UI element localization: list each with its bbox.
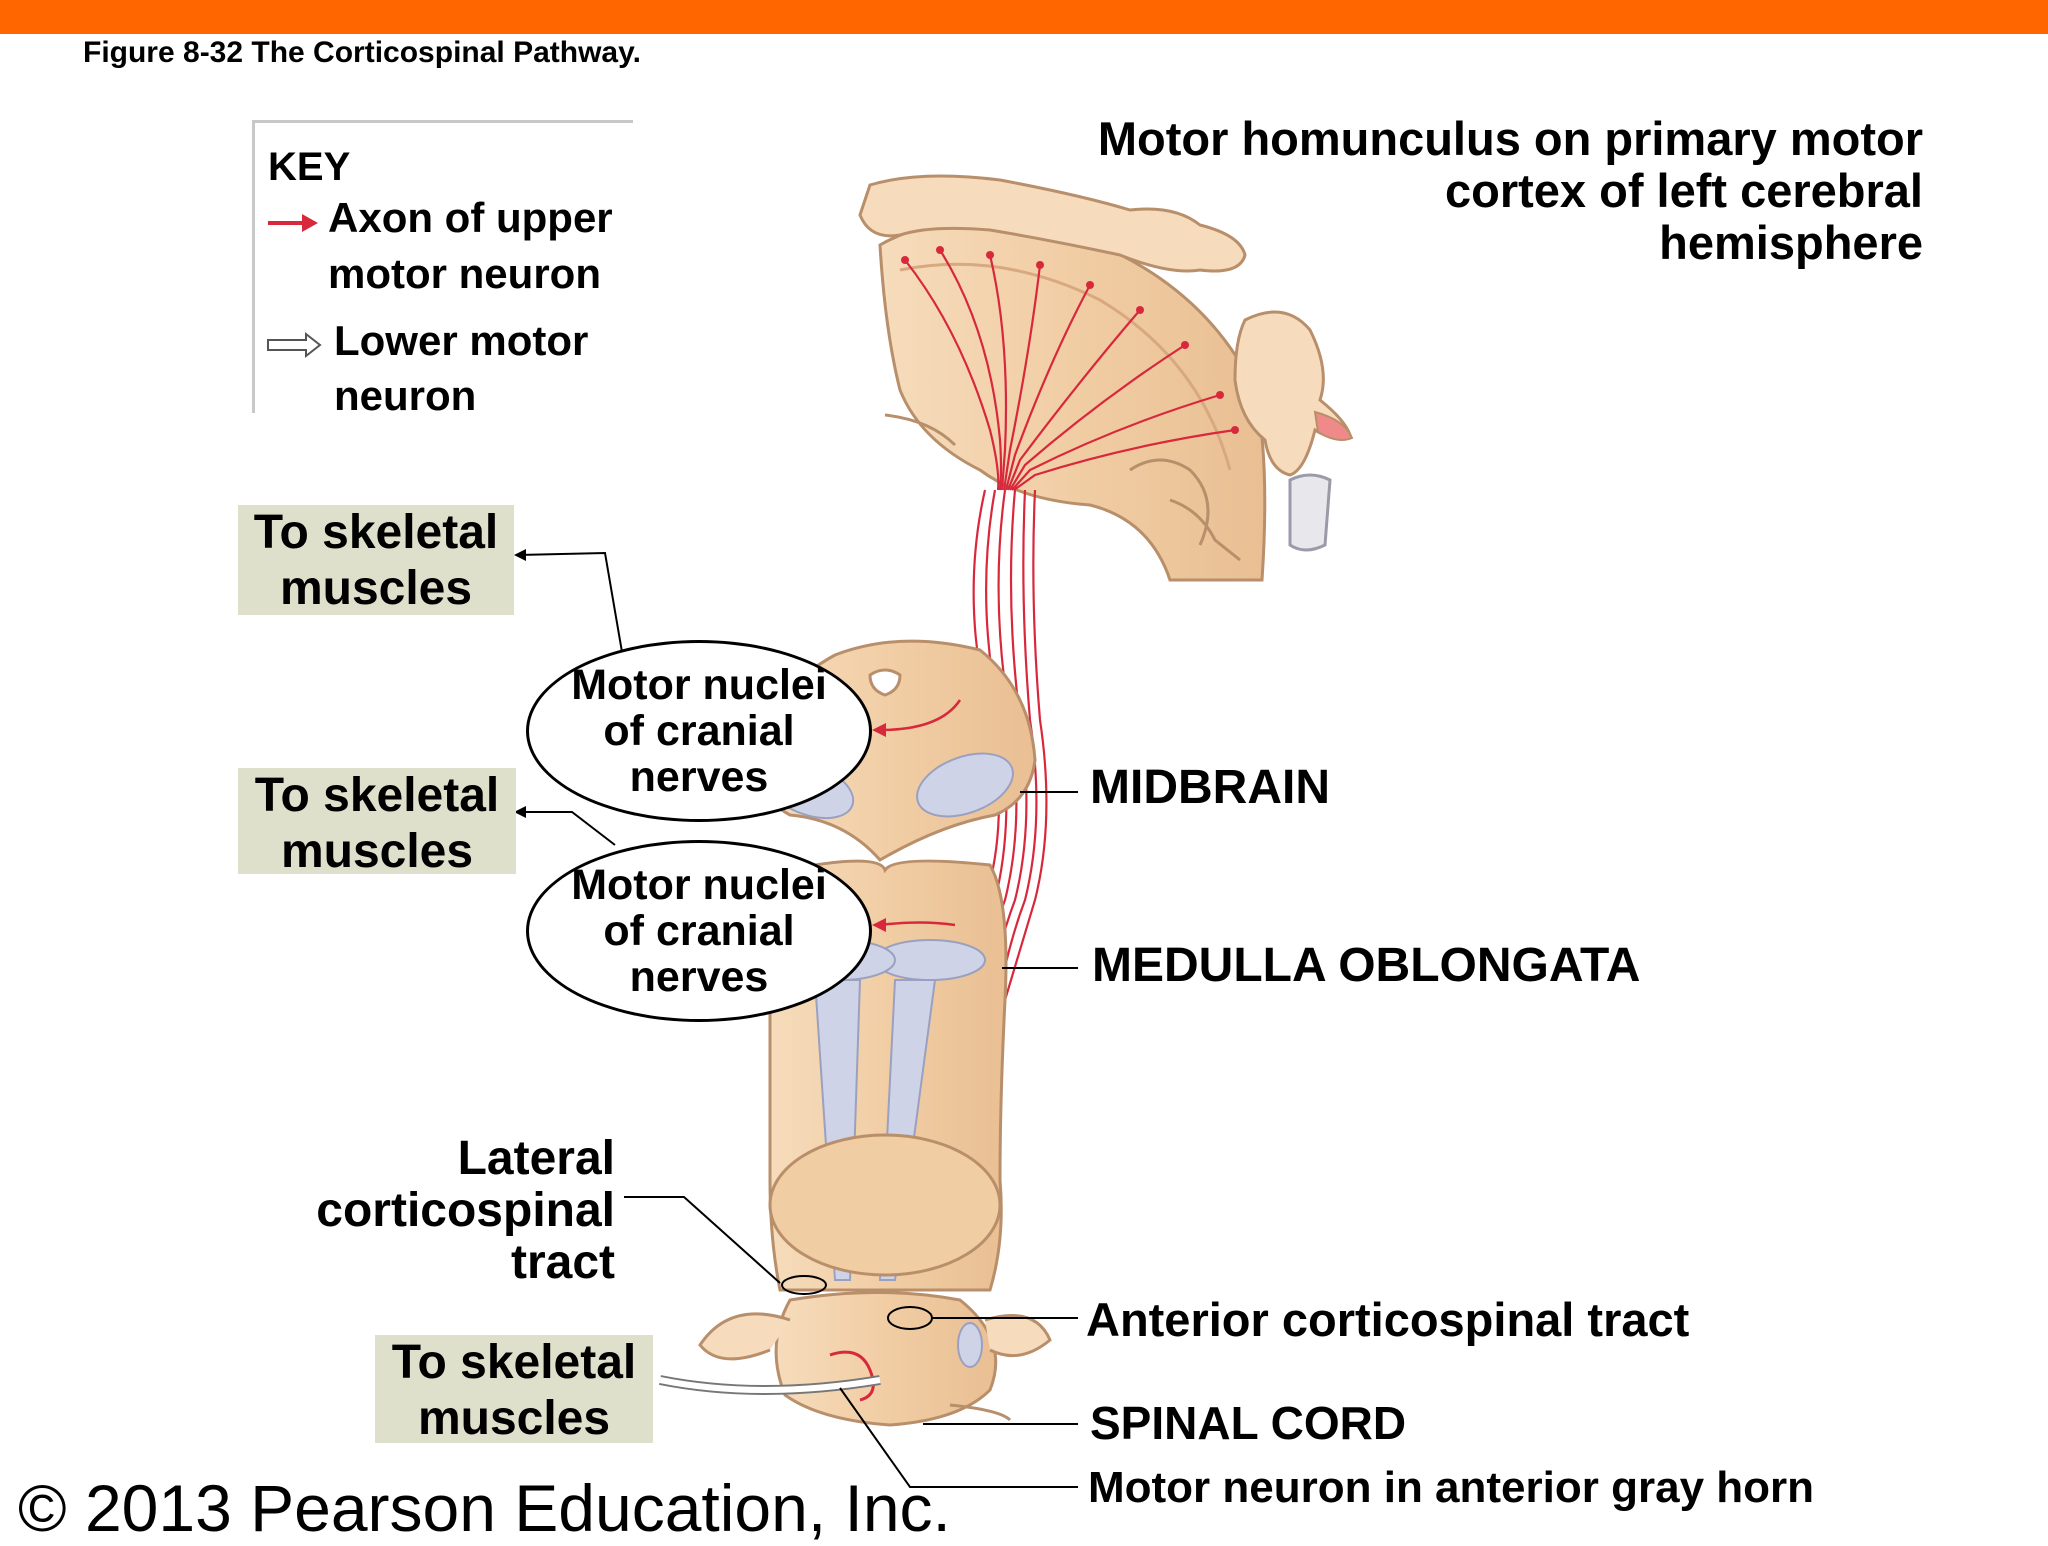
key-title: KEY xyxy=(268,145,351,189)
anterior-corticospinal-tract-label: Anterior corticospinal tract xyxy=(1086,1293,1690,1346)
motor-nuclei-line2: of cranial xyxy=(603,907,795,955)
homunculus-line2: cortex of left cerebral xyxy=(1444,164,1923,217)
lateral-corticospinal-tract-label: Lateral corticospinal tract xyxy=(316,1133,615,1289)
key-lower-motor-label-1: Lower motor xyxy=(334,317,589,364)
to-skeletal-line2: muscles xyxy=(417,1392,611,1445)
leader-lines xyxy=(514,549,1078,1488)
homunculus-caption: Motor homunculus on primary motor cortex… xyxy=(1098,113,1923,269)
key-upper-motor-label-1: Axon of upper xyxy=(328,194,613,241)
to-skeletal-line1: To skeletal xyxy=(253,506,499,559)
lateral-line3: tract xyxy=(510,1236,615,1289)
to-skeletal-line1: To skeletal xyxy=(391,1336,637,1389)
motor-nuclei-line3: nerves xyxy=(629,953,769,1001)
figure-title: Figure 8-32 The Corticospinal Pathway. xyxy=(83,36,641,69)
to-skeletal-muscles-box-2: To skeletal muscles xyxy=(238,768,516,878)
motor-neuron-anterior-gray-horn-label: Motor neuron in anterior gray horn xyxy=(1088,1463,1815,1512)
medulla-oblongata-label: MEDULLA OBLONGATA xyxy=(1092,939,1641,992)
key-arrows xyxy=(267,214,322,359)
to-skeletal-line2: muscles xyxy=(279,562,473,615)
to-skeletal-muscles-box-3: To skeletal muscles xyxy=(375,1335,653,1445)
lateral-line1: Lateral xyxy=(457,1132,615,1185)
to-skeletal-line1: To skeletal xyxy=(254,769,500,822)
key-lower-motor-label-2: neuron xyxy=(334,372,477,419)
midbrain-label: MIDBRAIN xyxy=(1090,761,1330,814)
homunculus-line3: hemisphere xyxy=(1659,216,1923,269)
motor-nuclei-line1: Motor nuclei xyxy=(571,861,827,909)
to-skeletal-muscles-box-1: To skeletal muscles xyxy=(238,505,514,615)
motor-nuclei-cranial-nerves-medulla: Motor nuclei of cranial nerves xyxy=(526,840,872,1022)
motor-nuclei-line2: of cranial xyxy=(603,707,795,755)
motor-nuclei-line3: nerves xyxy=(629,753,769,801)
key-upper-motor-label-2: motor neuron xyxy=(328,250,601,297)
cerebral-cortex xyxy=(878,218,1267,582)
to-skeletal-line2: muscles xyxy=(280,825,474,878)
lateral-line2: corticospinal xyxy=(316,1184,615,1237)
motor-nuclei-line1: Motor nuclei xyxy=(571,661,827,709)
homunculus-line1: Motor homunculus on primary motor xyxy=(1097,112,1923,165)
spinal-cord-section xyxy=(659,1291,1052,1427)
spinal-cord-label: SPINAL CORD xyxy=(1090,1397,1407,1449)
key-box xyxy=(252,120,633,413)
top-accent-bar xyxy=(0,0,2048,34)
copyright-notice: © 2013 Pearson Education, Inc. xyxy=(18,1471,951,1545)
homunculus-figure xyxy=(858,174,1354,552)
motor-nuclei-cranial-nerves-midbrain: Motor nuclei of cranial nerves xyxy=(526,640,872,822)
